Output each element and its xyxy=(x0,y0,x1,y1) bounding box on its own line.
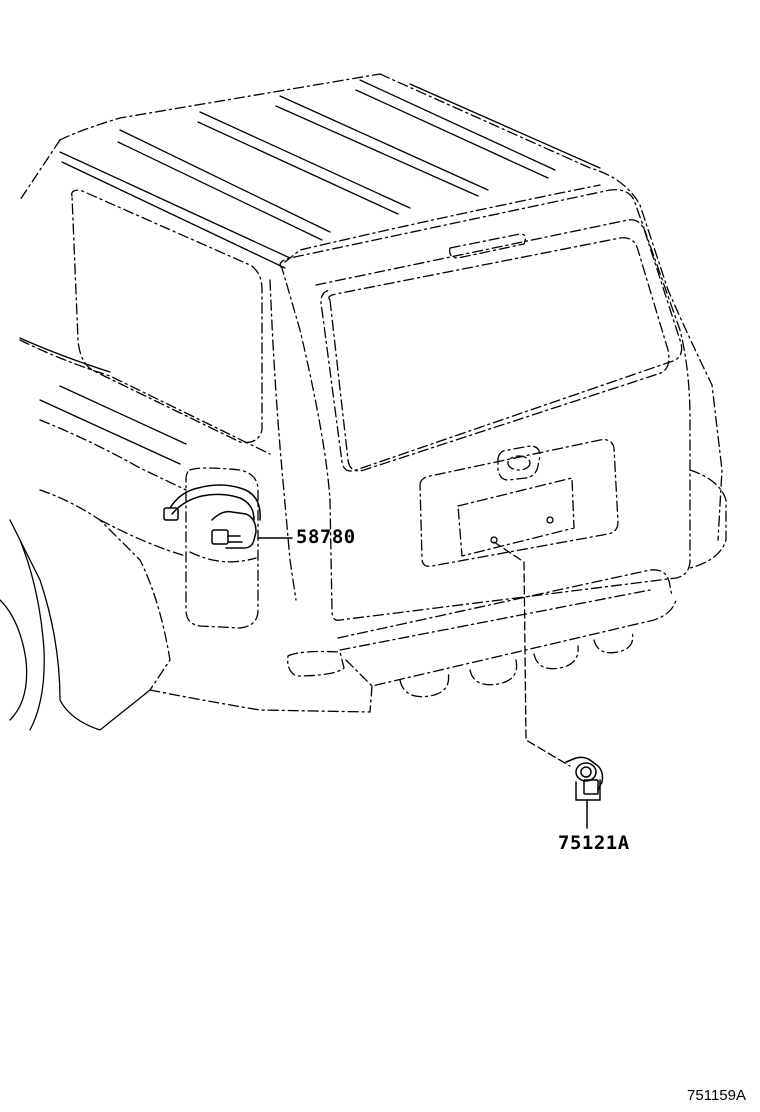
roof-outline xyxy=(20,74,722,540)
part-number-75121a: 75121A xyxy=(558,832,630,854)
body-side xyxy=(20,280,370,712)
license-garnish xyxy=(420,440,618,567)
rear-bumper xyxy=(288,470,726,712)
side-window xyxy=(72,190,262,443)
wheel xyxy=(0,520,150,730)
license-lamp xyxy=(566,757,603,828)
tail-light xyxy=(186,468,258,628)
roof-rails xyxy=(60,80,600,268)
wire-harness xyxy=(164,485,292,548)
stop-lamp xyxy=(450,234,526,258)
rear-hatch xyxy=(280,190,690,621)
plate-holes xyxy=(490,516,554,544)
leader-line-lamp xyxy=(494,542,570,766)
part-number-58780: 58780 xyxy=(296,526,356,548)
illustration-code: 751159A xyxy=(687,1087,746,1104)
body-side-lines xyxy=(20,338,186,464)
